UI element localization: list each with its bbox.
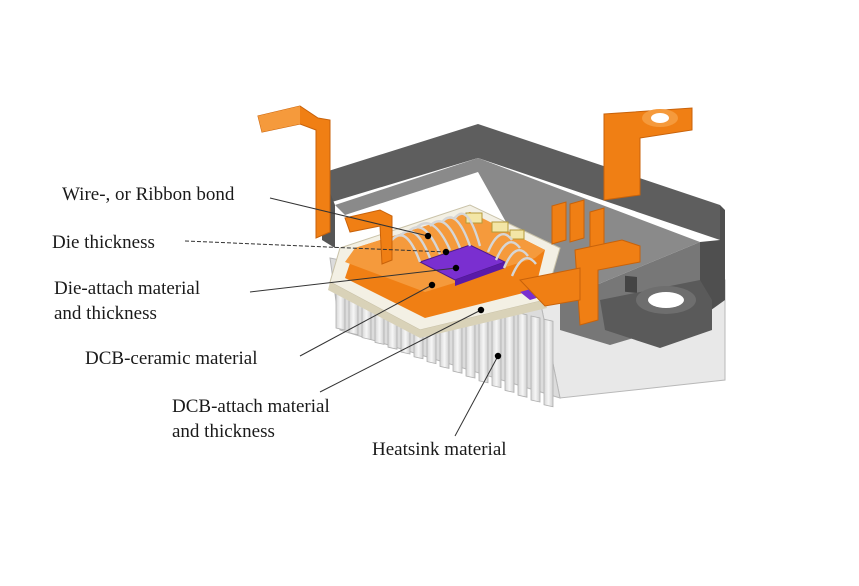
- label-dcb-ceramic: DCB-ceramic material: [85, 348, 258, 369]
- label-wire-bond: Wire-, or Ribbon bond: [62, 184, 235, 205]
- bond-wire: [429, 220, 462, 249]
- copper-terminals: [257, 105, 693, 326]
- heatsink-fin: [504, 309, 515, 393]
- heatsink-fin: [530, 315, 541, 403]
- bond-wire: [415, 222, 452, 251]
- leader-dots: [424, 232, 502, 360]
- label-die-attach-line2: and thickness: [54, 303, 157, 324]
- bond-wire: [407, 226, 442, 255]
- bond-wire: [399, 230, 432, 259]
- label-dcb-attach: DCB-attach material and thickness: [172, 394, 330, 444]
- bond-wire: [391, 234, 422, 263]
- label-die-attach: Die-attach material and thickness: [54, 276, 200, 326]
- label-die-attach-line1: Die-attach material: [54, 278, 201, 299]
- leader-lines: [184, 197, 499, 437]
- bond-wires: [391, 212, 537, 277]
- smd-components: [465, 212, 525, 240]
- bond-wire: [441, 216, 472, 247]
- bond-wire: [494, 241, 521, 261]
- bond-wire: [454, 212, 482, 247]
- bond-wire: [510, 257, 537, 277]
- label-dcb-attach-line1: DCB-attach material: [172, 396, 330, 417]
- label-die-thickness: Die thickness: [52, 232, 155, 253]
- heatsink-fin: [517, 312, 528, 398]
- label-dcb-attach-line2: and thickness: [172, 421, 275, 442]
- label-heatsink: Heatsink material: [372, 439, 507, 460]
- bond-wire: [486, 233, 513, 253]
- heatsink-fin: [543, 318, 554, 408]
- bond-wire: [502, 249, 529, 269]
